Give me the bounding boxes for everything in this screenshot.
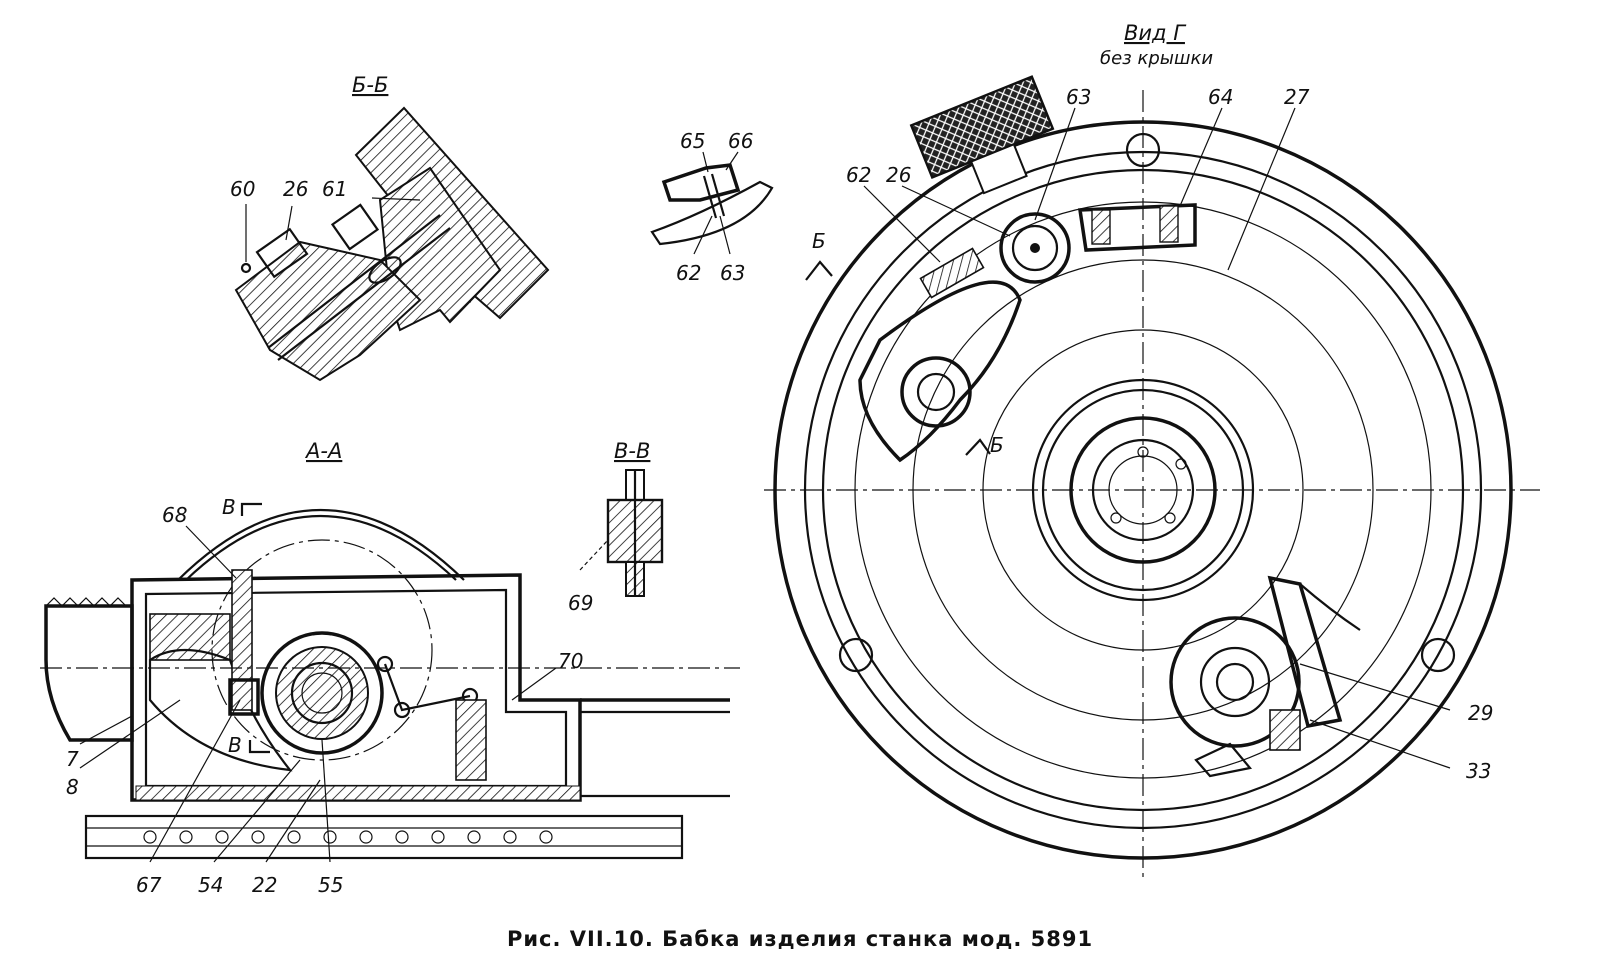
bb-label-26: 26 (283, 177, 308, 201)
g-label-33: 33 (1466, 759, 1491, 783)
g-top-bearing (999, 212, 1071, 284)
g-bottom-link (1267, 575, 1343, 729)
bb-axis-pin (267, 214, 441, 349)
section-aa-title: А-А (304, 439, 342, 463)
section-bb-title: Б-Б (352, 73, 388, 97)
aa-label-55: 55 (318, 873, 343, 897)
aa-cut-b-top: В (222, 495, 236, 519)
aa-label-67: 67 (136, 873, 162, 897)
aa-hatched-block (149, 613, 231, 661)
aa-bolt-68 (231, 569, 253, 711)
section-aa-view: А-А (40, 439, 740, 897)
aa-shaft-teeth (143, 830, 553, 844)
detail-view: 65 66 62 63 (650, 129, 774, 285)
g-lever-arm (858, 280, 1022, 463)
detail-toothed-segment (650, 180, 774, 246)
aa-cover-dome (177, 508, 465, 581)
detail-label-63: 63 (720, 261, 745, 285)
g-bottom-bearing (1169, 616, 1301, 748)
aa-label-22: 22 (252, 873, 277, 897)
vv-label-69: 69 (568, 591, 593, 615)
aa-linkage (383, 663, 471, 712)
bb-nut (330, 203, 380, 251)
bb-lever-body (234, 240, 422, 382)
g-cut-b-bottom: Б (990, 433, 1004, 457)
figure-caption: Рис. VII.10. Бабка изделия станка мод. 5… (506, 927, 1094, 951)
section-vv-title: В-В (614, 439, 650, 463)
aa-label-54: 54 (198, 873, 223, 897)
section-bb-view: Б-Б 60 26 61 (230, 73, 550, 382)
aa-cut-b-bottom: В (228, 733, 242, 757)
aa-plunger (455, 699, 487, 781)
g-knurled-knob (909, 75, 1055, 195)
g-label-27: 27 (1284, 85, 1310, 109)
g-label-63: 63 (1066, 85, 1091, 109)
g-label-64: 64 (1208, 85, 1233, 109)
g-rim-hole-left (838, 637, 874, 673)
aa-label-7: 7 (66, 747, 79, 771)
bb-label-61: 61 (322, 177, 347, 201)
g-rim-hole-right (1420, 637, 1456, 673)
bb-label-60: 60 (230, 177, 255, 201)
aa-label-70: 70 (558, 649, 583, 673)
detail-clamp (661, 163, 741, 202)
g-lever-roller (900, 356, 972, 428)
aa-bearing-outer (260, 631, 384, 755)
detail-label-65: 65 (680, 129, 705, 153)
detail-label-66: 66 (728, 129, 753, 153)
aa-bottom-shaft (84, 814, 684, 860)
g-label-26: 26 (886, 163, 911, 187)
g-top-block (1077, 203, 1197, 252)
g-hub (1069, 416, 1217, 564)
g-label-29: 29 (1468, 701, 1493, 725)
section-vv-view: В-В 69 (568, 439, 664, 615)
view-g-subtitle: без крышки (1100, 48, 1213, 69)
aa-disk (148, 648, 293, 772)
g-rim-hole-top (1125, 132, 1161, 168)
detail-label-62: 62 (676, 261, 701, 285)
aa-bearing-inner (290, 661, 354, 725)
g-label-62: 62 (846, 163, 871, 187)
view-g-title: Вид Г (1124, 21, 1187, 45)
g-cut-b-top: Б (812, 229, 826, 253)
aa-label-8: 8 (66, 775, 79, 799)
g-outer-rim (773, 120, 1513, 860)
bb-screw-head (255, 227, 309, 279)
aa-left-spindle (44, 604, 134, 742)
view-g: Вид Г без крышки (764, 21, 1540, 880)
g-hub-ring (1031, 378, 1255, 602)
aa-label-68: 68 (162, 503, 187, 527)
